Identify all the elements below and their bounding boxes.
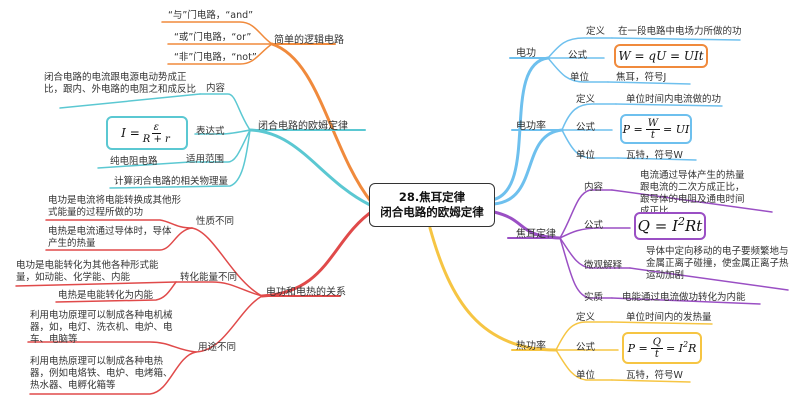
joule-micro-label[interactable]: 微观解释 [584, 260, 623, 271]
heat-power-branch-lines [428, 226, 713, 383]
work-def-text: 在一段电路中电场力所做的功 [618, 26, 742, 37]
joule-content-text: 电流通过导体产生的热量跟电流的二次方成正比，跟导体的电阻及通电时间成正比 [640, 170, 745, 217]
power-formula-lhs: P = [622, 122, 643, 136]
joule-formula-label[interactable]: 公式 [584, 220, 604, 231]
joule-branch-lines [492, 189, 789, 305]
use-text-a: 利用电功原理可以制成各种电机械器，如，电灯、洗衣机、电炉、电车、电脑等 [30, 310, 173, 345]
ohm-formula-num: ε [151, 121, 161, 134]
heat-power-formula-exp: 2 [683, 339, 689, 349]
logic-not[interactable]: “非”门电路，“not” [174, 52, 257, 63]
joule-formula-b: Rt [685, 217, 703, 235]
power-unit-text: 瓦特，符号W [626, 150, 683, 161]
logic-or[interactable]: “或”门电路，“or” [174, 32, 252, 43]
ohm-formula-fraction: ε R + r [143, 122, 170, 145]
joule-title[interactable]: 焦耳定律 [516, 229, 556, 240]
central-topic[interactable]: 28.焦耳定律 闭合电路的欧姆定律 [369, 183, 495, 227]
power-formula: P = W t = UI [620, 114, 692, 144]
power-branch-lines [492, 103, 723, 206]
heat-power-title[interactable]: 热功率 [516, 341, 546, 352]
ohm-scope-text: 纯电阻电路 [110, 156, 158, 167]
power-formula-rhs: = UI [663, 122, 690, 136]
ohm-expr-label[interactable]: 表达式 [196, 126, 225, 137]
conversion-text-a: 电功是电能转化为其他各种形式能量，如动能、化学能、内能 [16, 260, 159, 283]
work-unit-label[interactable]: 单位 [570, 72, 590, 83]
work-formula-label[interactable]: 公式 [568, 50, 588, 61]
joule-formula-a: Q = I [637, 217, 678, 235]
nature-text-a: 电功是电流将电能转换成其他形式能量的过程所做的功 [48, 195, 182, 218]
nature-label[interactable]: 性质不同 [196, 216, 235, 227]
work-formula: W = qU = UIt [614, 44, 708, 68]
logic-title[interactable]: 简单的逻辑电路 [274, 35, 344, 46]
power-title[interactable]: 电功率 [516, 121, 546, 132]
heat-power-def-text: 单位时间内的发热量 [626, 312, 712, 323]
use-label[interactable]: 用途不同 [198, 342, 237, 353]
joule-essence-text: 电能通过电流做功转化为内能 [622, 292, 746, 303]
heat-power-formula-label[interactable]: 公式 [576, 342, 596, 353]
heat-power-formula-rhs-a: = I [665, 341, 683, 355]
heat-power-formula-num: Q [650, 336, 663, 349]
joule-content-label[interactable]: 内容 [584, 182, 604, 193]
heat-power-formula-den: t [654, 348, 659, 360]
joule-formula-exp: 2 [678, 214, 685, 228]
ohm-branch-lines [59, 93, 372, 207]
heat-relation-title[interactable]: 电功和电热的关系 [266, 287, 346, 298]
work-branch-lines [490, 37, 741, 202]
power-formula-num: W [645, 117, 661, 130]
power-def-text: 单位时间内电流做的功 [626, 94, 722, 105]
work-unit-text: 焦耳，符号J [616, 72, 667, 83]
heat-power-def-label[interactable]: 定义 [576, 312, 596, 323]
ohm-content-text: 闭合电路的电流跟电源电动势成正比，跟内、外电路的电阻之和成反比 [44, 72, 197, 95]
central-topic-line1: 28.焦耳定律 [398, 190, 466, 204]
ohm-calc-text[interactable]: 计算闭合电路的相关物理量 [114, 176, 229, 187]
heat-power-formula-lhs: P = [627, 341, 648, 355]
ohm-formula-lhs: I = [121, 126, 140, 140]
ohm-formula: I = ε R + r [106, 116, 188, 150]
conversion-label[interactable]: 转化能量不同 [180, 272, 238, 283]
ohm-content-label[interactable]: 内容 [206, 83, 226, 94]
ohm-formula-den: R + r [142, 133, 170, 145]
power-def-label[interactable]: 定义 [576, 94, 596, 105]
conversion-text-b: 电热是电能转化为内能 [58, 290, 154, 301]
use-text-b: 利用电热原理可以制成各种电热器，例如电烙铁、电炉、电烤箱、热水器、电孵化箱等 [30, 356, 173, 391]
power-unit-label[interactable]: 单位 [576, 150, 596, 161]
joule-essence-label[interactable]: 实质 [584, 292, 604, 303]
ohm-scope-label[interactable]: 适用范围 [186, 154, 225, 165]
heat-relation-branch-lines [15, 208, 376, 395]
power-formula-den: t [650, 129, 655, 141]
work-title[interactable]: 电功 [516, 48, 536, 59]
work-def-label[interactable]: 定义 [586, 26, 606, 37]
power-formula-label[interactable]: 公式 [576, 122, 596, 133]
heat-power-unit-label[interactable]: 单位 [576, 370, 596, 381]
central-topic-line2: 闭合电路的欧姆定律 [380, 205, 484, 219]
heat-power-formula-rhs-b: R [688, 341, 697, 355]
heat-power-formula-fraction: Q t [650, 336, 663, 360]
nature-text-b: 电热是电流通过导体时，导体产生的热量 [48, 226, 172, 249]
logic-and[interactable]: “与”门电路，“and” [168, 10, 254, 21]
ohm-title[interactable]: 闭合电路的欧姆定律 [258, 121, 348, 132]
power-formula-fraction: W t [645, 117, 661, 141]
logic-branch-lines [161, 21, 374, 205]
heat-power-unit-text: 瓦特，符号W [626, 370, 683, 381]
joule-micro-text: 导体中定向移动的电子要频繁地与金属正离子碰撞，使金属正离子热运动加剧 [646, 246, 789, 281]
